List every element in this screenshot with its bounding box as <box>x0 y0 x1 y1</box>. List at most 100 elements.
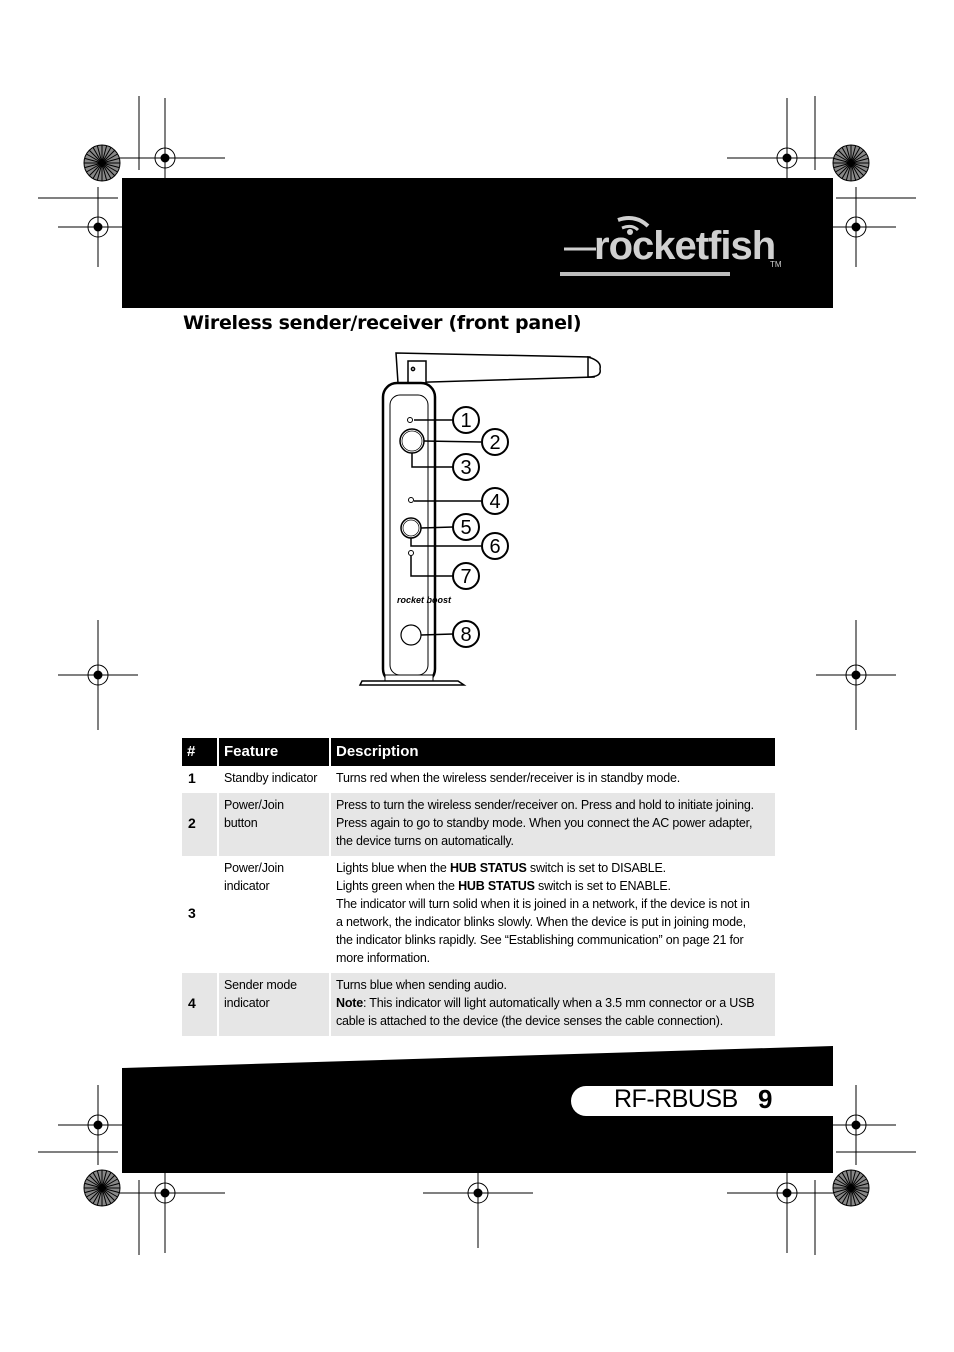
header-feature: Feature <box>218 738 331 766</box>
crop-line <box>101 153 118 164</box>
description-line: Turns red when the wireless sender/recei… <box>336 769 770 787</box>
callout-number-3: 3 <box>460 457 471 479</box>
crop-line <box>850 1172 861 1189</box>
rocketfish-logo: rocketfish TM <box>560 212 790 282</box>
crop-line <box>101 162 112 179</box>
description-pre: a network, the indicator blinks slowly. … <box>336 915 746 929</box>
crop-line <box>92 1187 103 1204</box>
description-line: Turns blue when sending audio. <box>336 976 770 994</box>
crop-line <box>101 1187 116 1202</box>
description-line: Press to turn the wireless sender/receiv… <box>336 796 770 814</box>
crop-line <box>84 162 103 169</box>
crop-line <box>835 162 852 173</box>
crop-line <box>101 147 112 164</box>
callout-circle-2 <box>481 428 509 456</box>
callout-circle-7 <box>452 562 480 590</box>
description-line: Press again to go to standby mode. When … <box>336 814 770 832</box>
callout-number-1: 1 <box>460 410 471 432</box>
crop-line <box>850 1187 867 1198</box>
row-number: 1 <box>182 766 219 793</box>
crop-line <box>850 147 861 164</box>
row-description: Turns red when the wireless sender/recei… <box>330 766 775 793</box>
crop-line <box>837 1174 852 1189</box>
crop-line <box>841 147 852 164</box>
crop-line <box>86 1187 103 1198</box>
crop-line <box>850 157 869 164</box>
description-pre: Press again to go to standby mode. When … <box>336 816 753 830</box>
crop-line <box>96 1187 103 1206</box>
description-line: Note: This indicator will light automati… <box>336 994 770 1012</box>
crop-line <box>101 1187 120 1194</box>
crop-line <box>101 1187 112 1204</box>
crop-line <box>835 1187 852 1198</box>
crop-line <box>86 153 103 164</box>
description-line: The indicator will turn solid when it is… <box>336 895 770 913</box>
header-band <box>122 178 833 308</box>
crop-line <box>92 162 103 179</box>
row-number: 4 <box>182 973 219 1036</box>
description-line: cable is attached to the device (the dev… <box>336 1012 770 1030</box>
crop-line <box>84 1187 103 1194</box>
crop-line <box>84 1182 103 1189</box>
callout-circle-3 <box>452 453 480 481</box>
footer-label-pill <box>571 1086 833 1116</box>
footer-band <box>122 1046 833 1173</box>
crop-line <box>845 1170 852 1189</box>
description-pre: The indicator will turn solid when it is… <box>336 897 750 911</box>
crop-line <box>86 1178 103 1189</box>
callout-leaders <box>410 419 482 636</box>
header-description: Description <box>330 738 775 766</box>
callout-number-7: 7 <box>460 566 471 588</box>
crop-line <box>845 1187 852 1206</box>
callout-circle-4 <box>481 487 509 515</box>
crop-line <box>850 162 869 169</box>
crop-line <box>101 1172 112 1189</box>
description-line: a network, the indicator blinks slowly. … <box>336 913 770 931</box>
feature-line: button <box>224 816 258 830</box>
callout-number-5: 5 <box>460 517 471 539</box>
crop-line <box>101 149 116 164</box>
logo-trademark: TM <box>770 260 782 269</box>
crop-line <box>833 1187 852 1194</box>
crop-line <box>101 162 116 177</box>
row-description: Lights blue when the HUB STATUS switch i… <box>330 856 775 973</box>
crop-line <box>841 1172 852 1189</box>
crop-line <box>88 1187 103 1202</box>
crop-line <box>92 1172 103 1189</box>
section-title: Wireless sender/receiver (front panel) <box>183 312 582 334</box>
row-feature: Standby indicator <box>218 766 331 793</box>
crop-line <box>96 145 103 164</box>
crop-line <box>101 162 108 181</box>
description-line: more information. <box>336 949 770 967</box>
row-description: Turns blue when sending audio.Note: This… <box>330 973 775 1036</box>
crop-line <box>101 145 108 164</box>
description-line: the indicator blinks rapidly. See “Estab… <box>336 931 770 949</box>
crop-line <box>850 1187 861 1204</box>
description-pre: Turns red when the wireless sender/recei… <box>336 771 681 785</box>
description-pre: Press to turn the wireless sender/receiv… <box>336 798 754 812</box>
crop-line <box>101 157 120 164</box>
feature-line: indicator <box>224 879 270 893</box>
crop-line <box>841 162 852 179</box>
callout-number-6: 6 <box>489 536 500 558</box>
crop-line <box>88 149 103 164</box>
crop-line <box>101 162 120 169</box>
crop-line <box>88 1174 103 1189</box>
table-header-row: # Feature Description <box>182 738 775 766</box>
crop-line <box>850 162 867 173</box>
description-pre: the indicator blinks rapidly. See “Estab… <box>336 933 744 947</box>
crop-line <box>850 1187 865 1202</box>
crop-line <box>841 1187 852 1204</box>
description-post: : This indicator will light automaticall… <box>362 996 755 1010</box>
crop-line <box>850 1174 865 1189</box>
callout-number-2: 2 <box>489 432 500 454</box>
crop-line <box>850 162 865 177</box>
